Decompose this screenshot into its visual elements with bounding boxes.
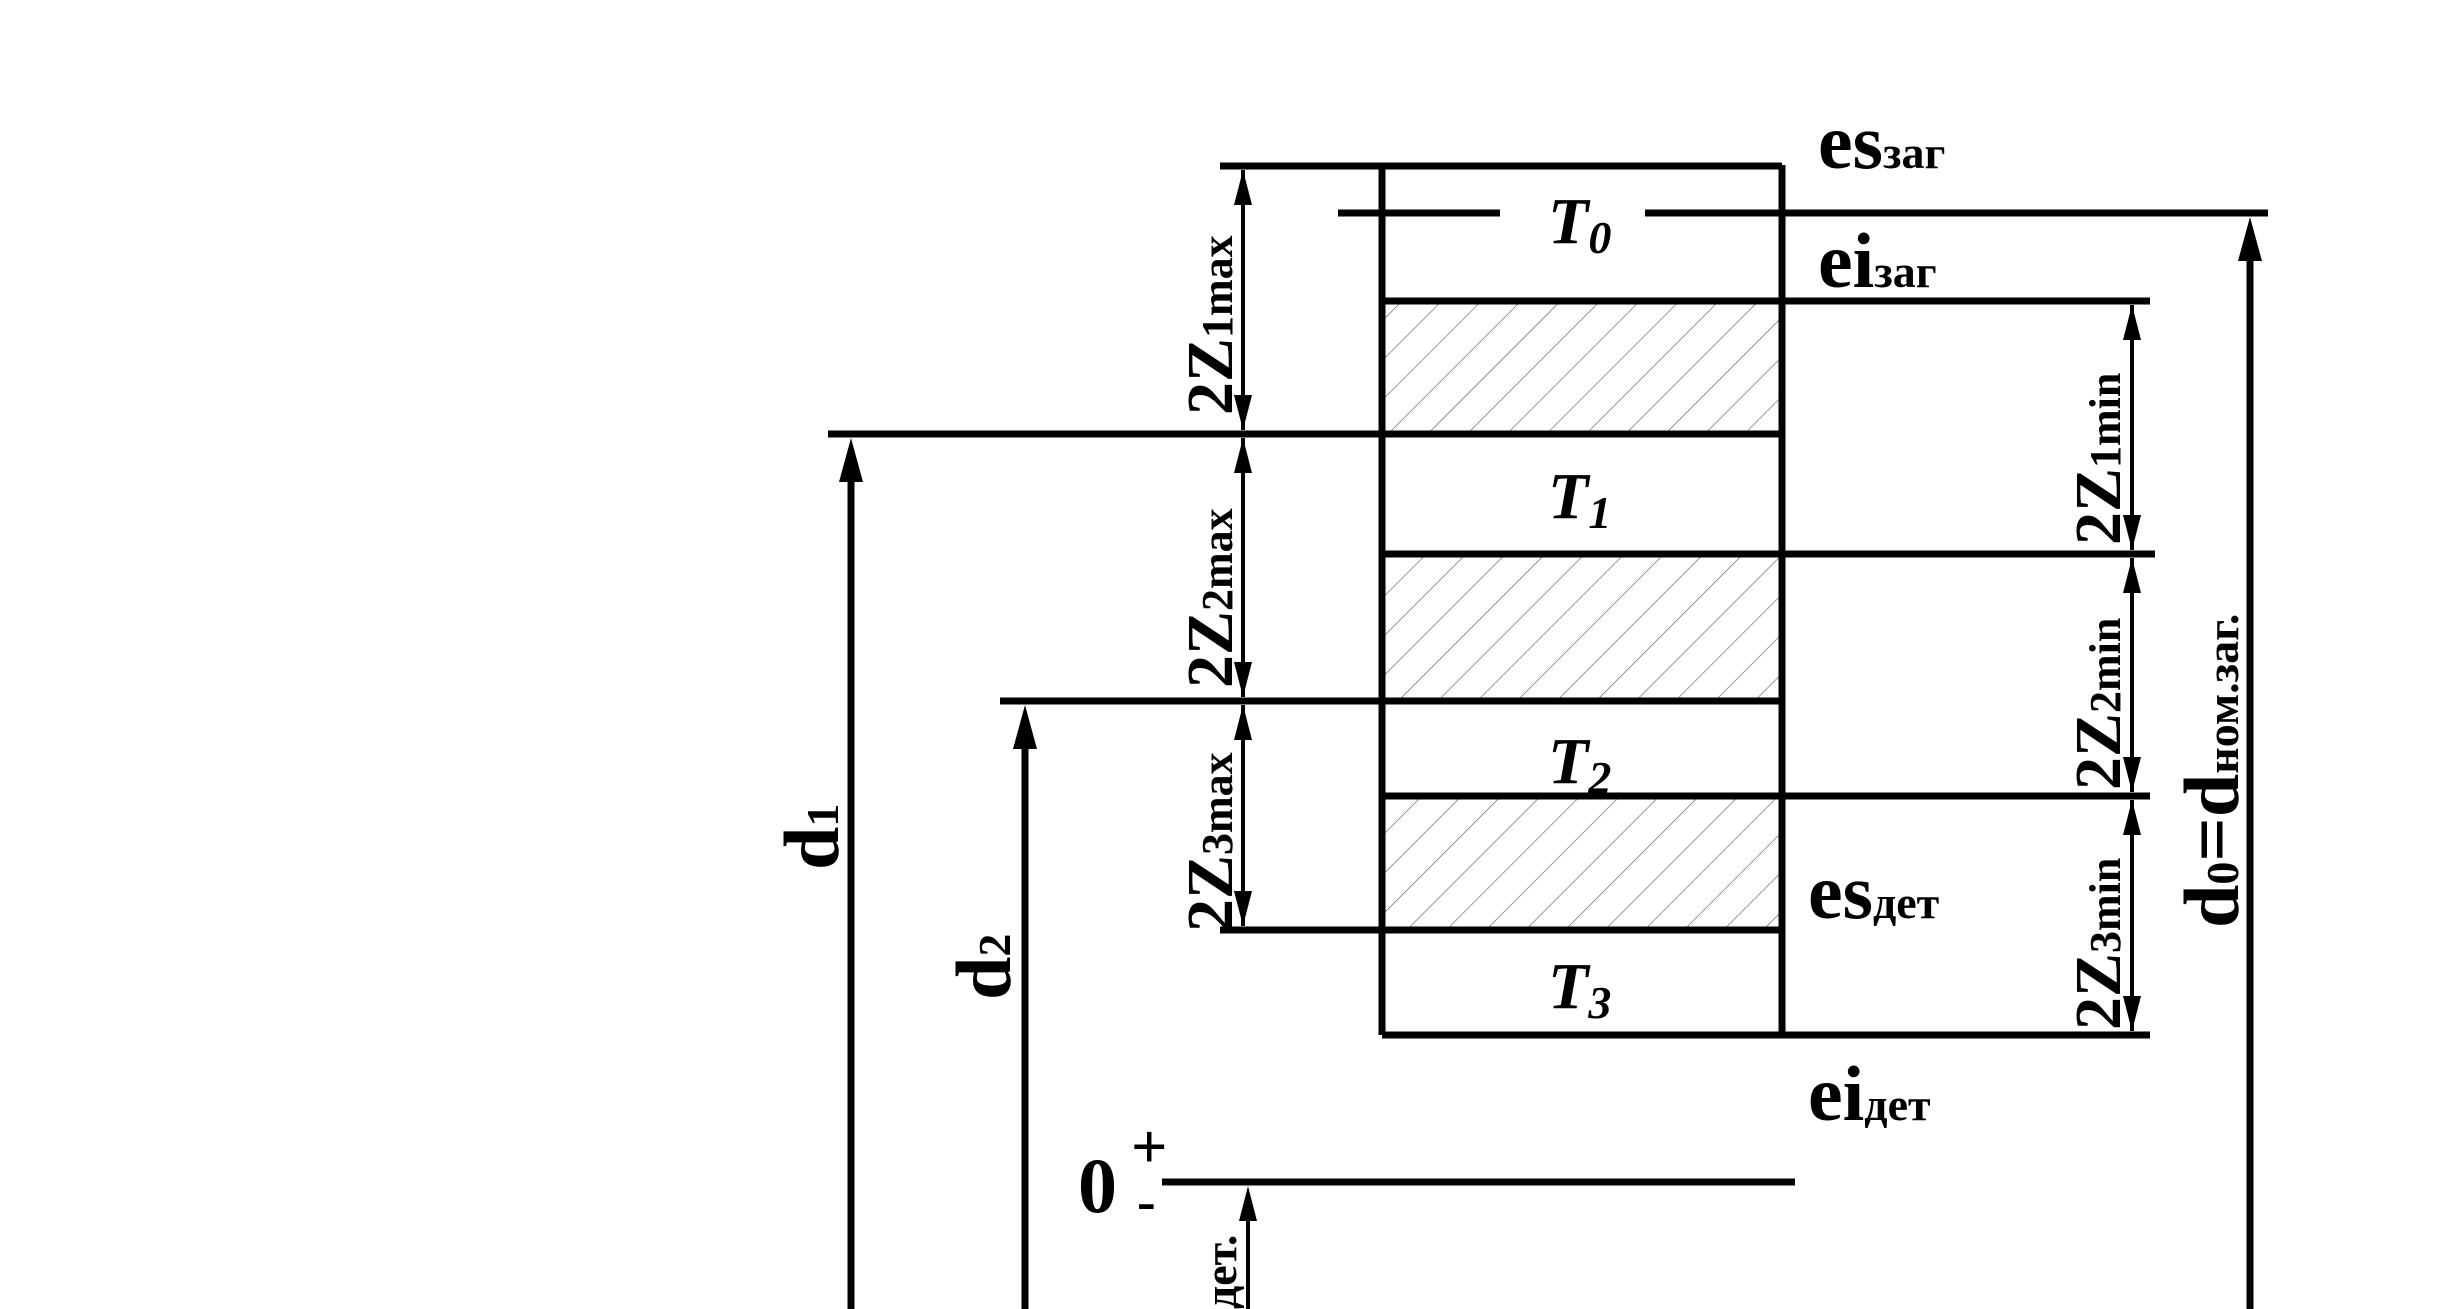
z3max-arrow-bottom xyxy=(1234,891,1252,926)
label-d1: d1 xyxy=(768,804,855,870)
label-zero-plus: + xyxy=(1131,1111,1167,1182)
z1min-arrow-bottom xyxy=(2123,515,2141,550)
label-zero: 0 xyxy=(1078,1142,1117,1229)
label-2z2max: 2Z2max xyxy=(1174,508,1247,688)
label-ei-det: eiдет xyxy=(1808,1050,1931,1137)
label-t3: T3 xyxy=(1548,950,1611,1028)
z1min-arrow-top xyxy=(2123,305,2141,340)
label-zero-minus: - xyxy=(1137,1171,1156,1233)
z2max-arrow-bottom xyxy=(1234,662,1252,697)
z3min-arrow-top xyxy=(2123,800,2141,835)
z2max-arrow-top xyxy=(1234,438,1252,473)
label-2z2min: 2Z2min xyxy=(2062,618,2135,790)
z2min-arrow-top xyxy=(2123,558,2141,593)
z3min-arrow-bottom xyxy=(2123,996,2141,1031)
label-d2: d2 xyxy=(940,934,1027,1000)
label-es-zag: esзаг xyxy=(1818,98,1945,185)
label-2z1min: 2Z1min xyxy=(2062,373,2135,545)
d2-arrow xyxy=(1013,705,1037,749)
z1max-arrow-top xyxy=(1234,170,1252,205)
ddet-arrow xyxy=(1239,1186,1257,1221)
d1-arrow xyxy=(839,438,863,482)
z2min-arrow-bottom xyxy=(2123,757,2141,792)
allowance-zone-2 xyxy=(1382,554,1782,701)
label-t1: T1 xyxy=(1548,460,1611,538)
z1max-arrow-bottom xyxy=(1234,395,1252,430)
allowance-zone-3 xyxy=(1382,796,1782,930)
label-t2: T2 xyxy=(1548,725,1611,803)
label-t0: T0 xyxy=(1548,185,1611,263)
d0-arrow xyxy=(2238,217,2262,261)
allowance-zone-1 xyxy=(1382,301,1782,434)
label-2z1max: 2Z1max xyxy=(1174,235,1247,415)
label-es-det: esдет xyxy=(1808,848,1940,935)
label-ddet: дет. xyxy=(1195,1235,1246,1309)
label-d0-nominal: d0=dном.заг. xyxy=(2168,614,2255,928)
label-2z3max: 2Z3max xyxy=(1174,752,1247,932)
z3max-arrow-top xyxy=(1234,705,1252,740)
label-2z3min: 2Z3min xyxy=(2062,858,2135,1030)
label-ei-zag: eiзаг xyxy=(1818,217,1937,304)
